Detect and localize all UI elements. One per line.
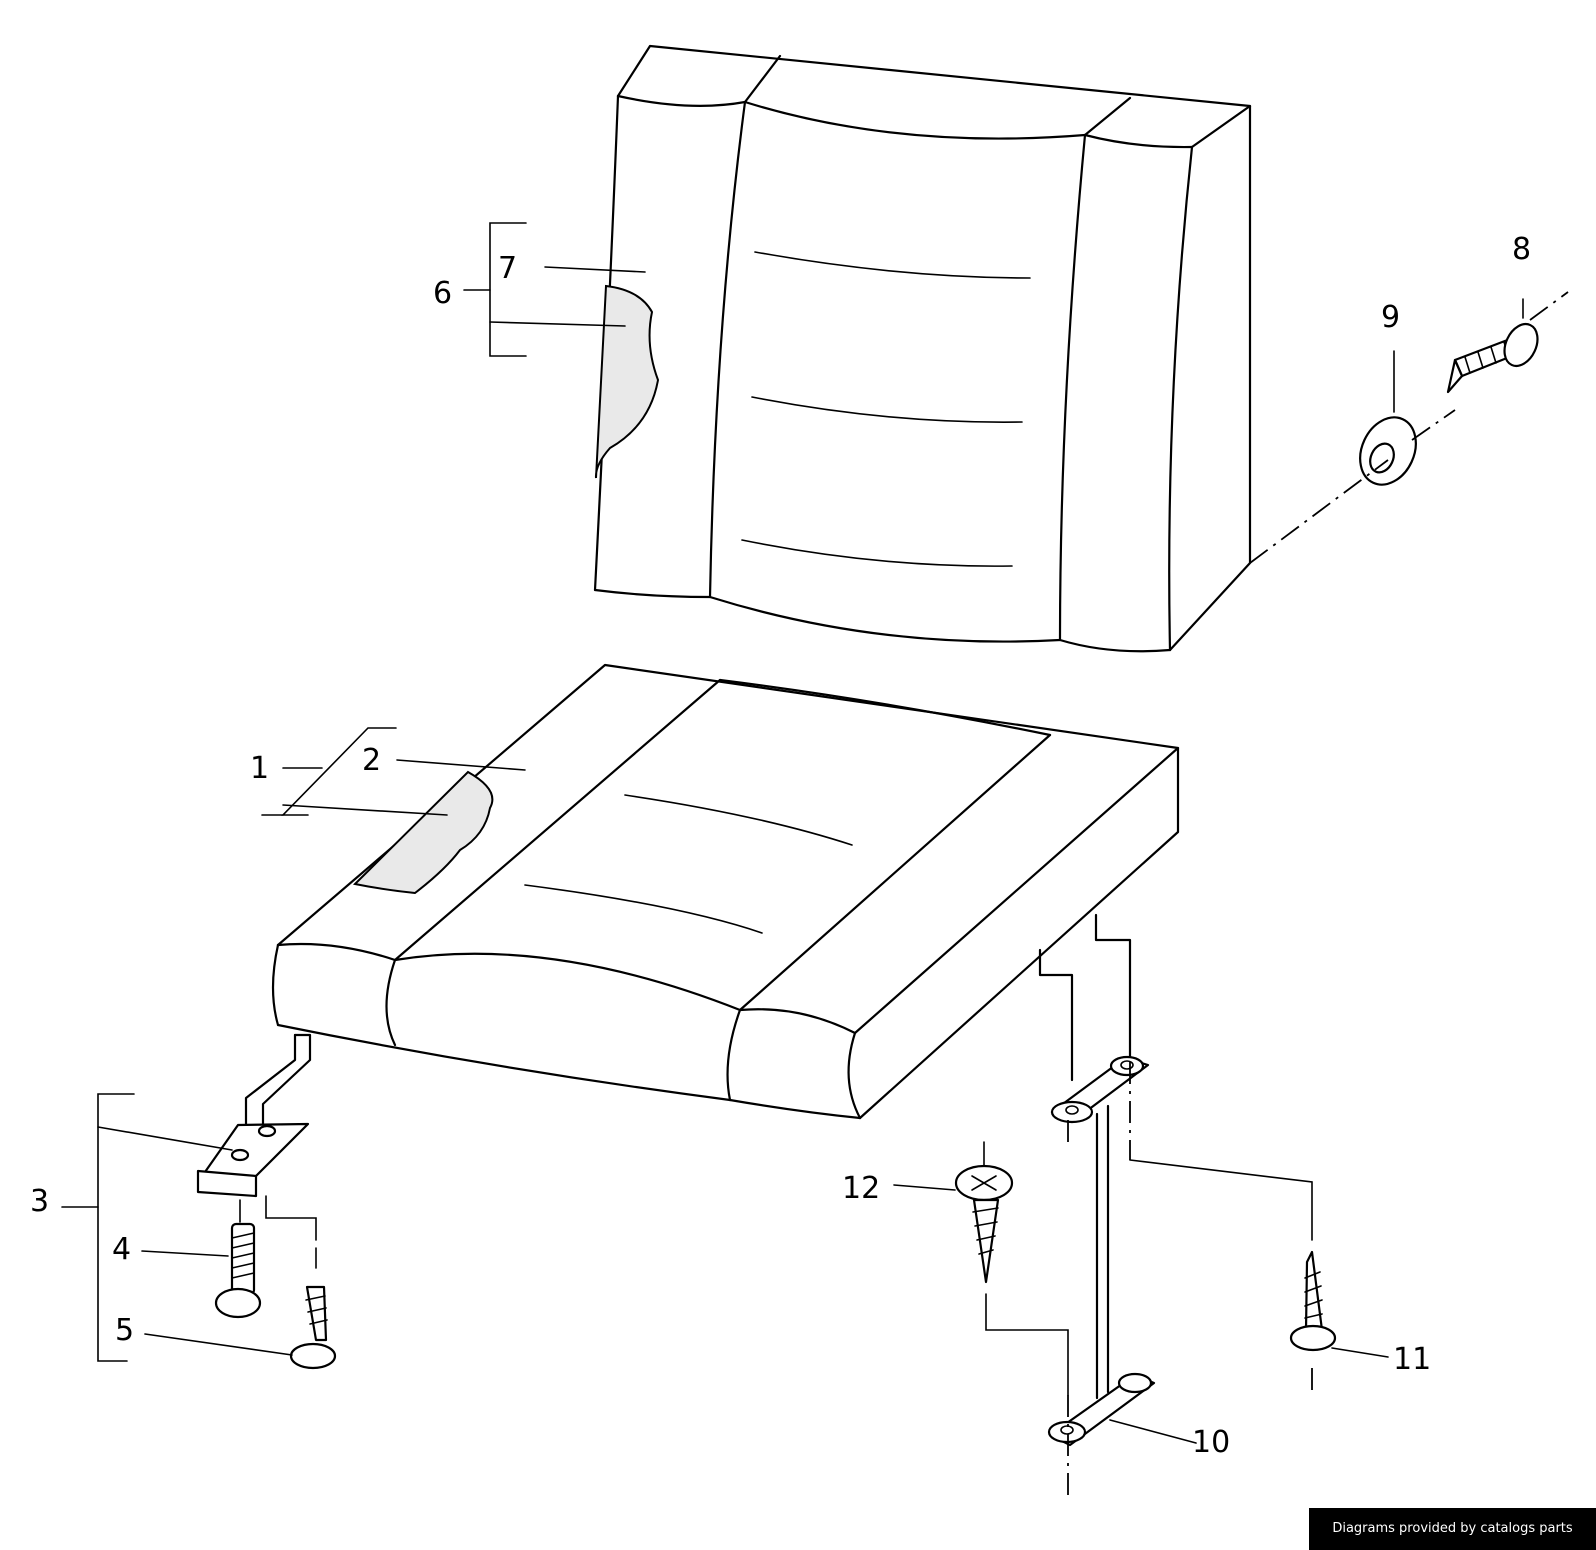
callout-10: 10	[1192, 1425, 1230, 1460]
callout-1: 1	[250, 751, 269, 786]
seat-cushion	[271, 663, 1180, 1120]
callout-11: 11	[1393, 1342, 1431, 1377]
bolt	[214, 1199, 262, 1319]
screw-8	[1446, 322, 1539, 394]
callout-leaders	[61, 222, 1524, 1444]
back-mount-axis	[1249, 291, 1569, 564]
callout-6: 6	[433, 276, 452, 311]
screw-12	[954, 1141, 1069, 1396]
callout-8: 8	[1512, 232, 1531, 267]
callout-7: 7	[498, 251, 517, 286]
credit-banner: Diagrams provided by catalogs parts	[1309, 1508, 1596, 1550]
seat-back	[593, 44, 1252, 653]
callout-4: 4	[112, 1232, 131, 1267]
right-bracket	[1038, 913, 1313, 1500]
callout-2: 2	[362, 743, 381, 778]
washer	[1359, 416, 1417, 486]
screw-left	[289, 1285, 337, 1370]
callout-5: 5	[115, 1313, 134, 1348]
screw-11	[1289, 1250, 1337, 1352]
callout-12: 12	[842, 1171, 880, 1206]
cushion-foam-cutaway	[352, 770, 494, 895]
back-foam-cutaway	[594, 284, 660, 479]
callout-3: 3	[30, 1184, 49, 1219]
left-bracket	[196, 1033, 317, 1269]
callout-9: 9	[1381, 300, 1400, 335]
